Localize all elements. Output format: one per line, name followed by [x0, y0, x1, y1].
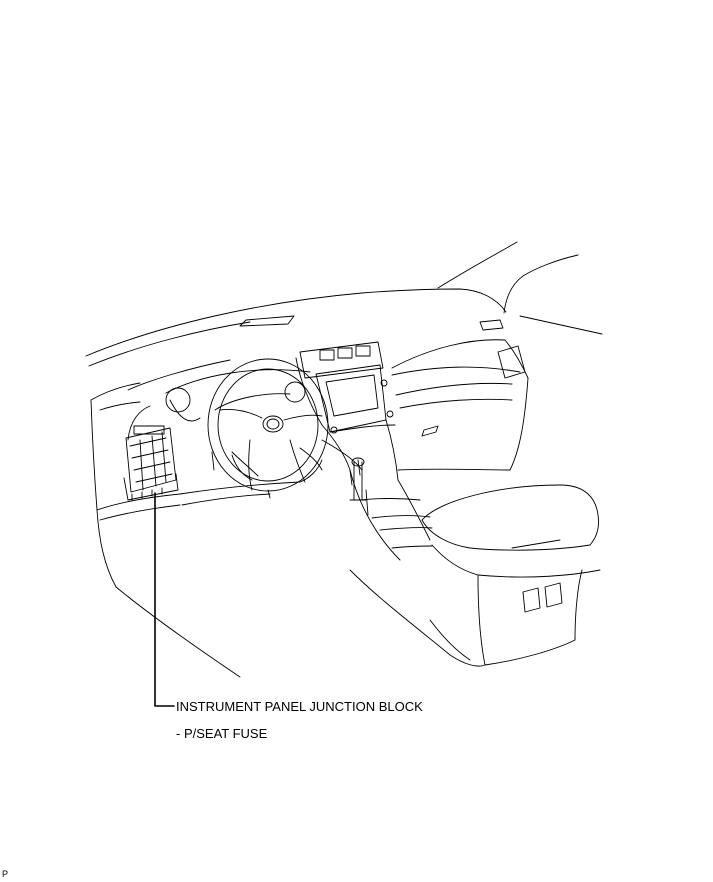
floor-lines	[349, 569, 486, 667]
callout-leader-line	[154, 492, 175, 707]
corner-mark: P	[2, 869, 9, 879]
windshield-outline	[437, 241, 603, 335]
center-stack	[295, 341, 399, 481]
console-rear	[477, 569, 583, 666]
junction-block	[123, 425, 179, 501]
armrest	[421, 484, 601, 578]
junction-block-label: INSTRUMENT PANEL JUNCTION BLOCK	[176, 699, 423, 714]
steering-wheel	[207, 358, 329, 499]
left-dash-side	[90, 382, 241, 678]
instrument-cluster	[165, 369, 311, 422]
fuse-label: - P/SEAT FUSE	[176, 726, 268, 741]
passenger-dash	[391, 339, 529, 471]
lower-dash	[179, 451, 323, 506]
dashboard-top	[85, 288, 507, 391]
